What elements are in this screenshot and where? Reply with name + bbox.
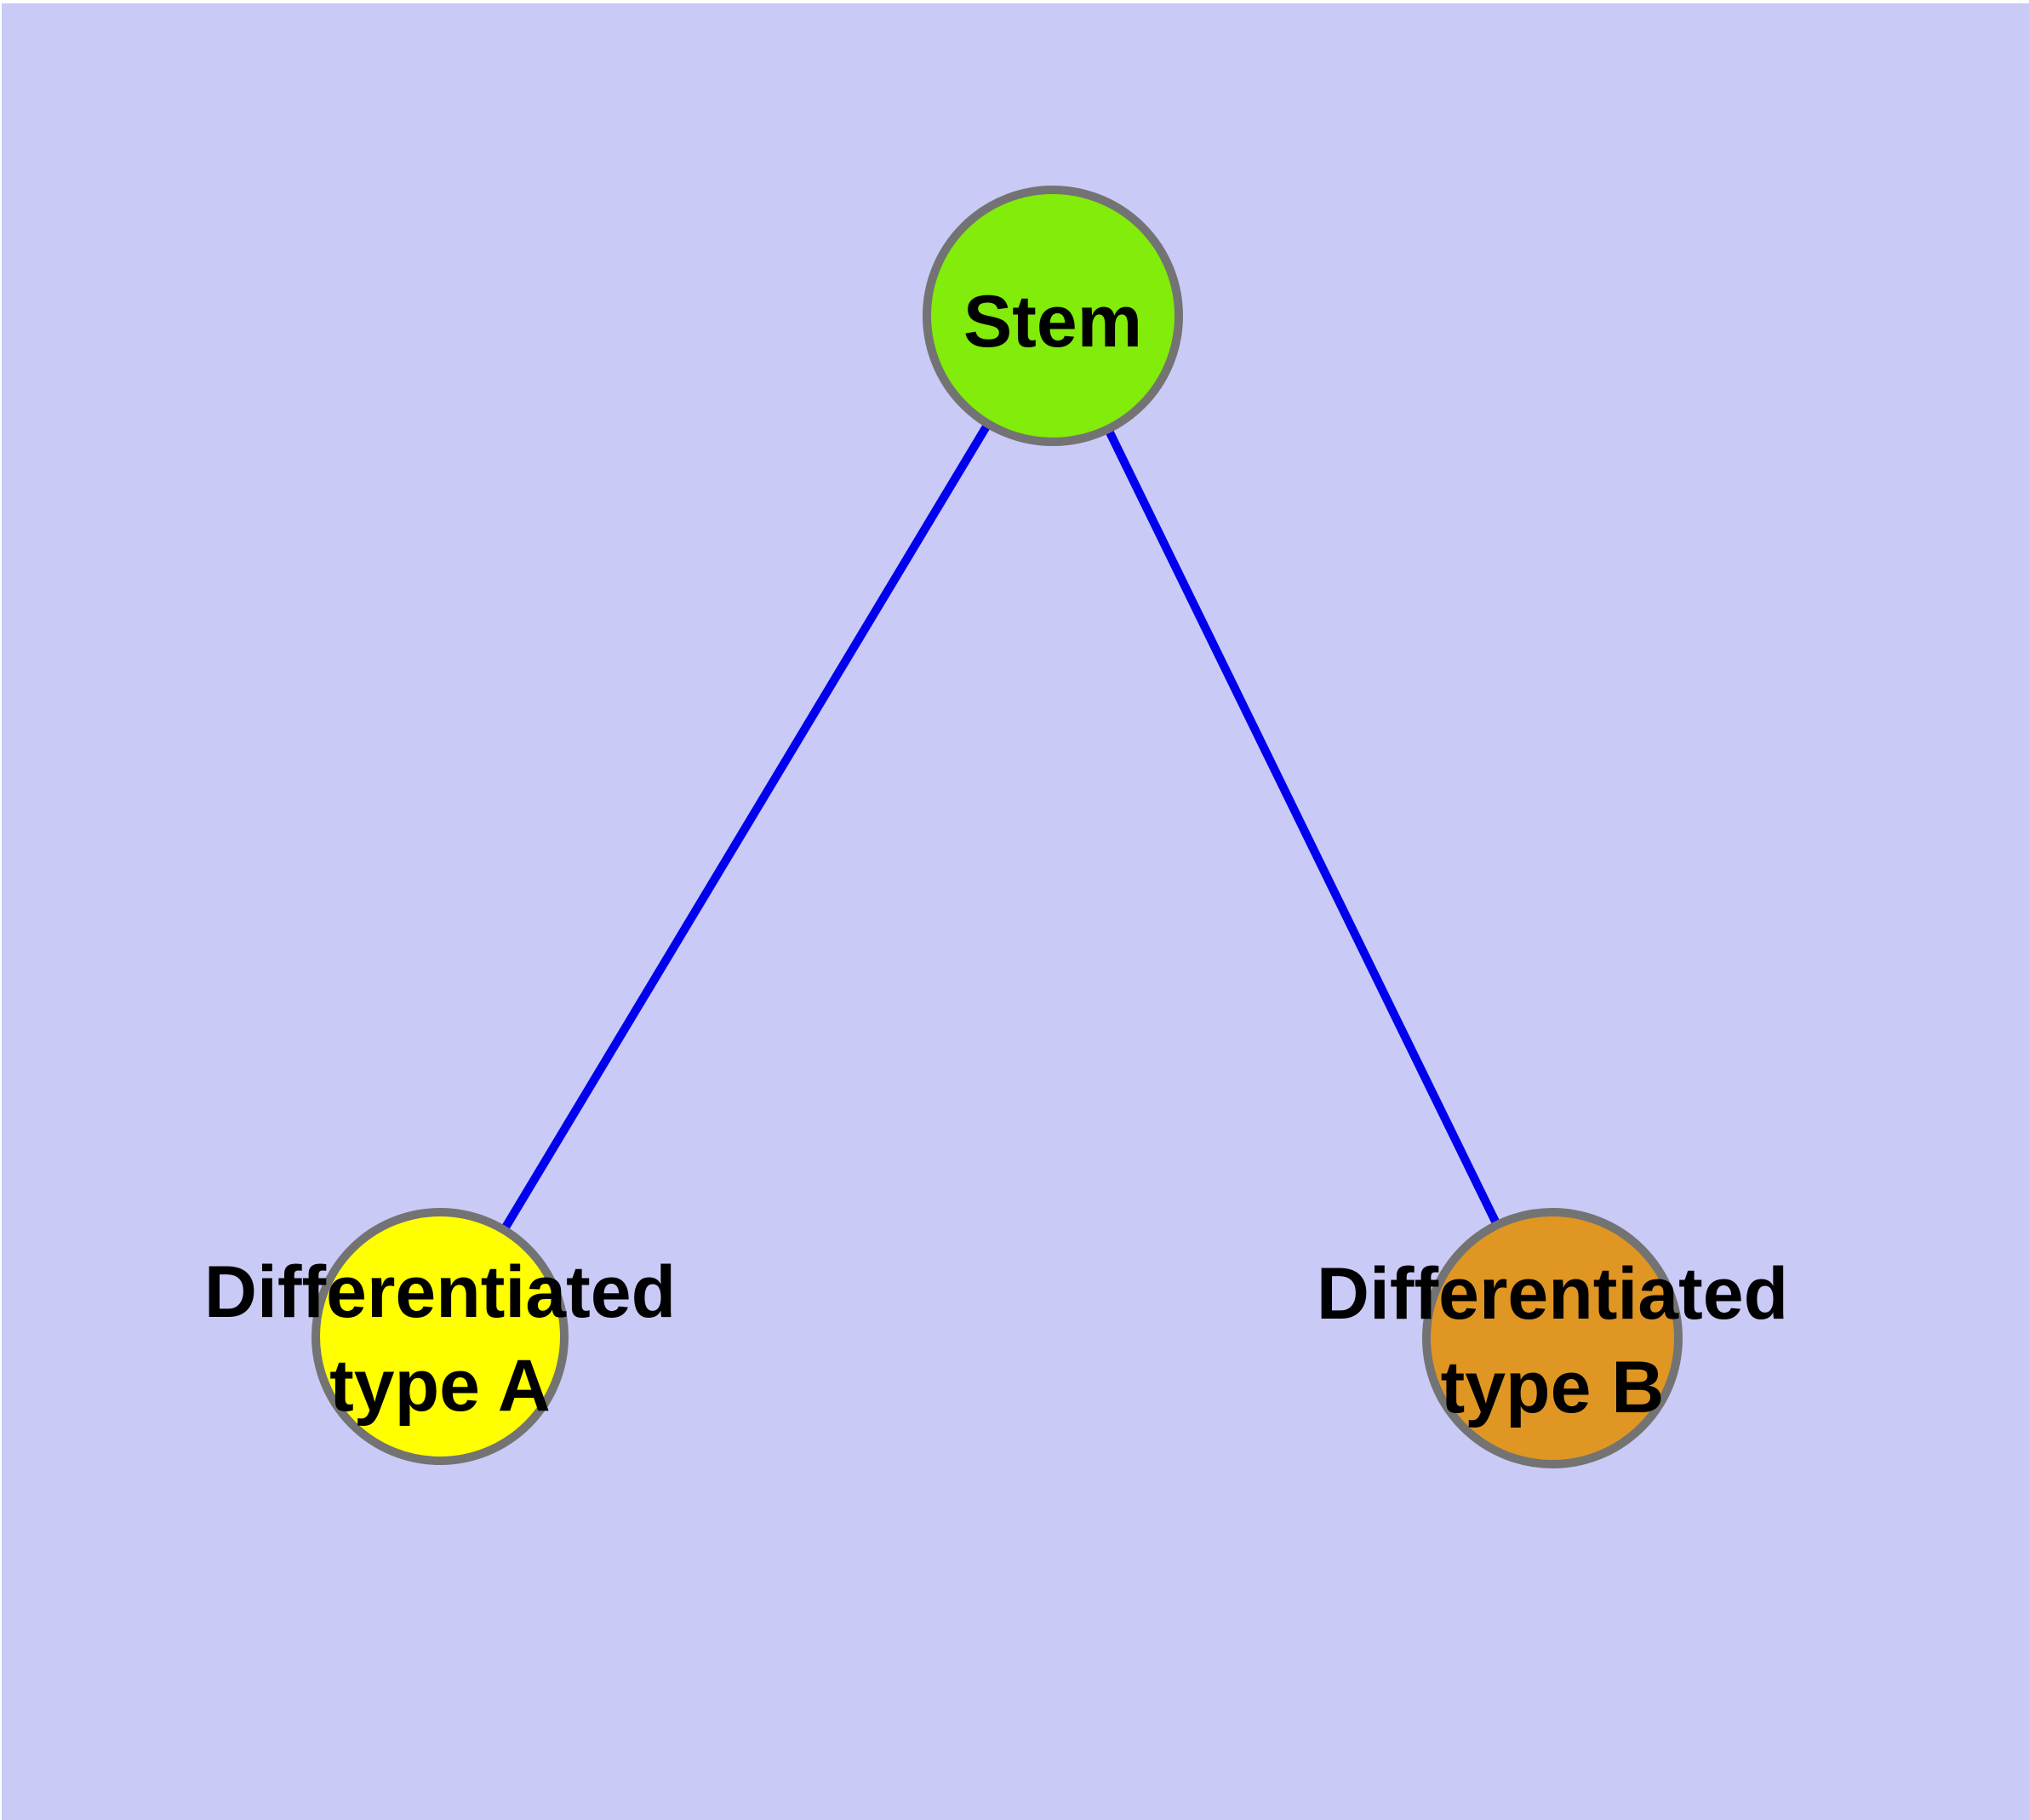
node-label-diff-a-line-1: type A [329,1345,551,1427]
node-label-diff-b-line-0: Differentiated [1317,1253,1788,1335]
node-circle-stem [923,186,1183,446]
node-label-diff-a-line-0: Differentiated [204,1251,676,1333]
node-stem: Stem [923,186,1183,446]
edges-layer [436,313,1557,1341]
node-circle-diff-a [311,1208,569,1465]
node-diff-b: Differentiated type B [1317,1208,1788,1468]
node-label-stem-line-0: Stem [963,281,1142,363]
node-label-diff-b-line-1: type B [1441,1347,1665,1428]
edge-stem-diff-b [1049,313,1557,1341]
node-diff-a: Differentiated type A [204,1208,676,1465]
edge-stem-diff-a [436,313,1057,1339]
node-circle-diff-b [1422,1208,1683,1468]
